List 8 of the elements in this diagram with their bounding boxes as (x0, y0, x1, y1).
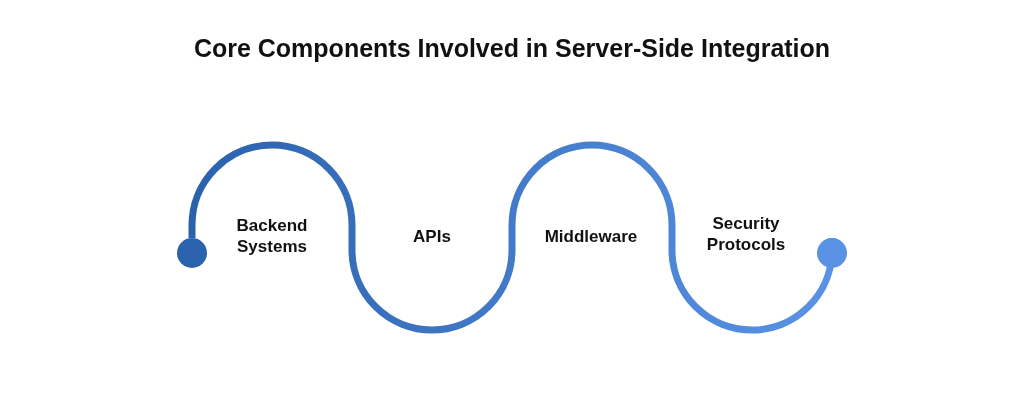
wavy-connector (188, 141, 836, 334)
end-dot (177, 238, 207, 268)
component-label: Security Protocols (705, 213, 787, 255)
diagram-title: Core Components Involved in Server-Side Integration (192, 34, 832, 63)
end-dot (817, 238, 847, 268)
component-label: Middleware (543, 225, 639, 247)
component-label: Backend Systems (235, 215, 309, 257)
component-label: APIs (412, 225, 452, 247)
